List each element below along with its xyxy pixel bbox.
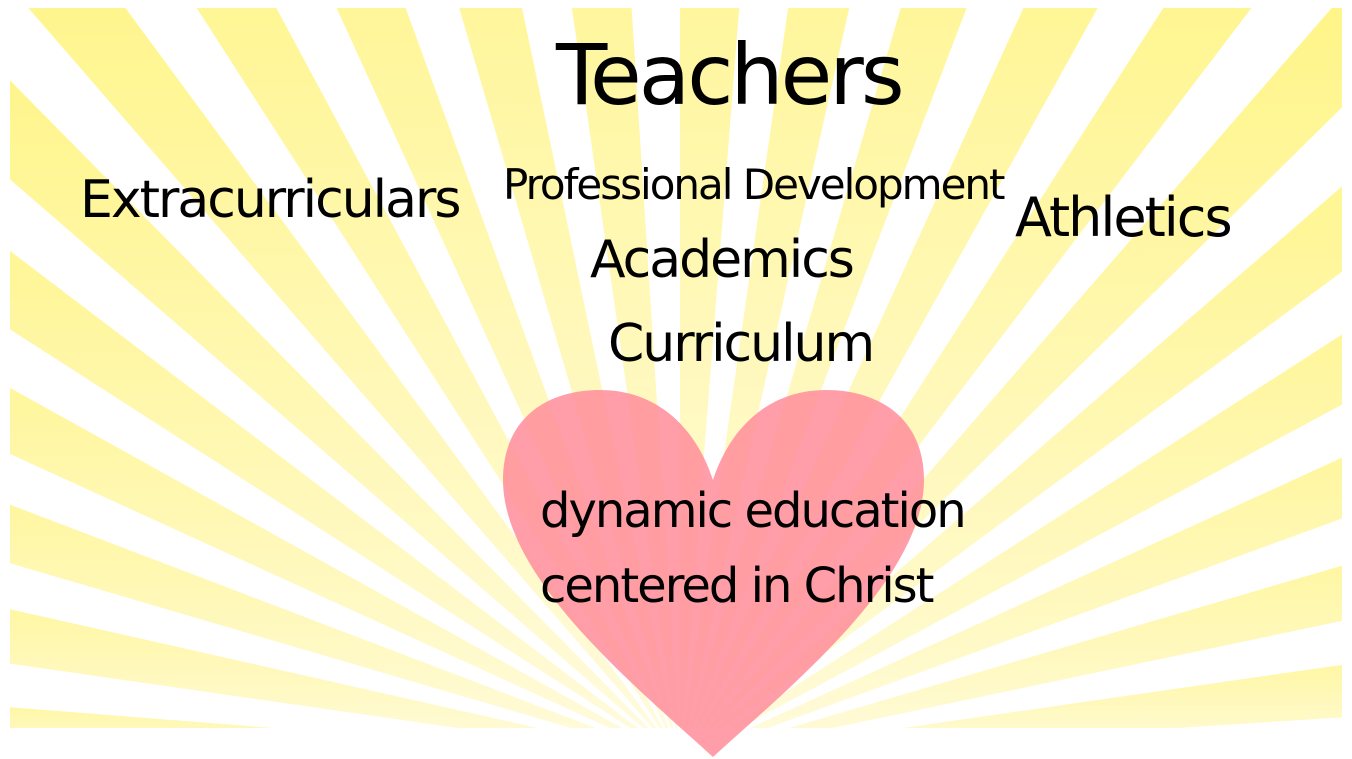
- label-professional-development: Professional Development: [503, 160, 1006, 209]
- sun-ray: [10, 504, 597, 728]
- sun-ray: [28, 8, 657, 728]
- heart-text-line-1: dynamic education: [540, 483, 967, 539]
- sun-ray: [10, 707, 274, 728]
- sun-ray: [10, 80, 649, 728]
- diagram-title: Teachers: [556, 26, 905, 124]
- sun-ray: [902, 664, 1342, 728]
- heart-shape: [503, 390, 924, 757]
- sun-ray: [750, 457, 1342, 728]
- label-academics: Academics: [590, 230, 855, 290]
- sun-ray: [788, 565, 1342, 728]
- sun-ray: [10, 387, 623, 728]
- heart-text-line-2: centered in Christ: [540, 558, 934, 614]
- sun-ray: [10, 250, 638, 728]
- sun-ray: [10, 609, 538, 728]
- sun-ray: [729, 334, 1342, 728]
- label-athletics: Athletics: [1015, 186, 1233, 249]
- label-extracurriculars: Extracurriculars: [80, 170, 461, 230]
- label-curriculum: Curriculum: [608, 314, 875, 374]
